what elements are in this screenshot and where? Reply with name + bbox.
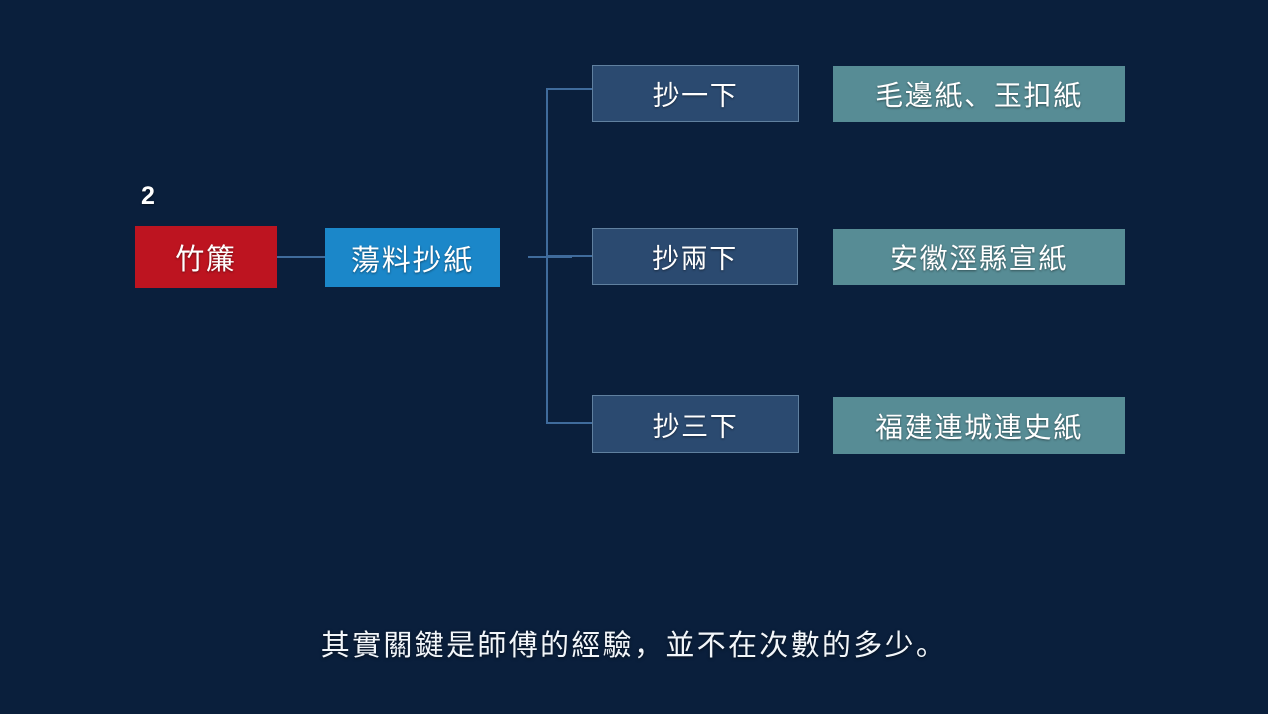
diagram-node-process: 蕩料抄紙: [325, 228, 500, 287]
diagram-node-result-2: 安徽涇縣宣紙: [833, 229, 1125, 285]
diagram-node-step-1: 抄一下: [592, 65, 799, 122]
connector-bracket-arm-3: [546, 422, 593, 424]
step-number-label: 2: [141, 182, 155, 210]
diagram-node-step-2: 抄兩下: [592, 228, 798, 285]
diagram-node-result-1: 毛邊紙、玉扣紙: [833, 66, 1125, 122]
diagram-node-result-3: 福建連城連史紙: [833, 397, 1125, 454]
connector-bracket-arm-1: [546, 88, 593, 90]
diagram-node-root: 竹簾: [135, 226, 277, 288]
connector-root-to-process: [277, 256, 325, 258]
diagram-node-step-3: 抄三下: [592, 395, 799, 453]
connector-bracket-arm-2: [546, 255, 593, 257]
connector-process-to-bracket: [528, 256, 572, 258]
slide-caption: 其實關鍵是師傅的經驗，並不在次數的多少。: [320, 630, 948, 662]
